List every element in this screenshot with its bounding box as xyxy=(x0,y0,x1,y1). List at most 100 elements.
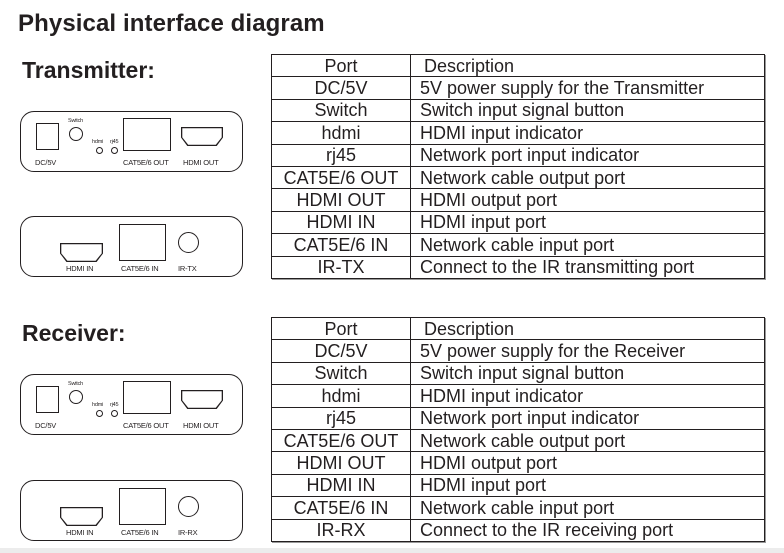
dc-power-jack-icon xyxy=(36,386,59,413)
rj45-led-label: rj45 xyxy=(110,402,119,408)
transmitter-front-panel-diagram: DC/5V Switch hdmi rj45 CAT5E/6 OUT HDMI … xyxy=(20,111,243,172)
transmitter-back-panel-diagram: HDMI IN CAT5E/6 IN IR-TX xyxy=(20,216,243,277)
port-cell: HDMI OUT xyxy=(271,188,411,212)
port-cell: Switch xyxy=(271,98,411,123)
rj45-input-port-icon xyxy=(119,488,166,525)
port-cell: CAT5E/6 IN xyxy=(271,233,411,257)
receiver-front-panel-diagram: DC/5V Switch hdmi rj45 CAT5E/6 OUT HDMI … xyxy=(20,374,243,435)
table-header-row: Port Description xyxy=(271,53,765,78)
port-cell: CAT5E/6 IN xyxy=(271,496,411,520)
rj45-indicator-led-icon xyxy=(111,147,118,154)
port-cell: HDMI OUT xyxy=(271,451,411,475)
port-cell: Switch xyxy=(271,361,411,386)
port-cell: HDMI IN xyxy=(271,473,411,498)
receiver-back-panel-diagram: HDMI IN CAT5E/6 IN IR-RX xyxy=(20,480,243,541)
description-cell: HDMI output port xyxy=(410,451,765,475)
hdmi-out-label: HDMI OUT xyxy=(183,421,219,430)
description-cell: HDMI output port xyxy=(410,188,765,212)
hdmi-in-label: HDMI IN xyxy=(66,264,94,273)
description-cell: Network cable input port xyxy=(410,496,765,520)
transmitter-heading: Transmitter: xyxy=(22,57,155,83)
description-column-header: Description xyxy=(410,316,765,341)
ir-label: IR-RX xyxy=(178,528,198,537)
description-cell: 5V power supply for the Receiver xyxy=(410,339,765,363)
dc-label: DC/5V xyxy=(35,421,57,430)
port-cell: hdmi xyxy=(271,384,411,408)
description-cell: Connect to the IR receiving port xyxy=(410,518,765,542)
port-cell: rj45 xyxy=(271,406,411,430)
port-column-header: Port xyxy=(271,53,411,78)
switch-button-icon xyxy=(69,390,83,404)
hdmi-input-port-icon xyxy=(60,243,103,262)
switch-label: Switch xyxy=(68,381,83,387)
rj45-input-port-icon xyxy=(119,224,166,261)
ir-port-icon xyxy=(178,496,199,517)
description-cell: 5V power supply for the Transmitter xyxy=(410,76,765,100)
description-cell: Network cable output port xyxy=(410,428,765,453)
switch-button-icon xyxy=(69,127,83,141)
page-bottom-edge xyxy=(0,548,784,553)
page-title: Physical interface diagram xyxy=(18,10,325,37)
description-cell: Connect to the IR transmitting port xyxy=(410,255,765,279)
description-cell: HDMI input port xyxy=(410,473,765,498)
ir-port-icon xyxy=(178,232,199,253)
port-column-header: Port xyxy=(271,316,411,341)
port-cell: DC/5V xyxy=(271,339,411,363)
cat-out-label: CAT5E/6 OUT xyxy=(123,421,169,430)
cat-in-label: CAT5E/6 IN xyxy=(121,528,159,537)
description-cell: Switch input signal button xyxy=(410,98,765,123)
description-cell: Network cable input port xyxy=(410,233,765,257)
port-cell: CAT5E/6 OUT xyxy=(271,428,411,453)
cat-in-label: CAT5E/6 IN xyxy=(121,264,159,273)
dc-power-jack-icon xyxy=(36,123,59,150)
description-cell: Network port input indicator xyxy=(410,143,765,167)
port-cell: rj45 xyxy=(271,143,411,167)
hdmi-led-label: hdmi xyxy=(92,139,104,145)
cat-out-label: CAT5E/6 OUT xyxy=(123,158,169,167)
hdmi-out-label: HDMI OUT xyxy=(183,158,219,167)
description-cell: Network cable output port xyxy=(410,165,765,190)
ir-label: IR-TX xyxy=(178,264,197,273)
hdmi-input-port-icon xyxy=(60,507,103,526)
switch-label: Switch xyxy=(68,118,83,124)
rj45-output-port-icon xyxy=(123,118,171,151)
dc-label: DC/5V xyxy=(35,158,57,167)
description-cell: HDMI input indicator xyxy=(410,121,765,145)
rj45-led-label: rj45 xyxy=(110,139,119,145)
hdmi-indicator-led-icon xyxy=(96,410,103,417)
port-cell: HDMI IN xyxy=(271,210,411,235)
rj45-output-port-icon xyxy=(123,381,171,414)
hdmi-in-label: HDMI IN xyxy=(66,528,94,537)
description-cell: HDMI input indicator xyxy=(410,384,765,408)
port-cell: CAT5E/6 OUT xyxy=(271,165,411,190)
table-header-row: Port Description xyxy=(271,316,765,341)
port-cell: DC/5V xyxy=(271,76,411,100)
port-cell: IR-RX xyxy=(271,518,411,542)
description-cell: HDMI input port xyxy=(410,210,765,235)
hdmi-output-port-icon xyxy=(181,390,223,409)
port-cell: IR-TX xyxy=(271,255,411,279)
rj45-indicator-led-icon xyxy=(111,410,118,417)
port-cell: hdmi xyxy=(271,121,411,145)
description-column-header: Description xyxy=(410,53,765,78)
hdmi-output-port-icon xyxy=(181,127,223,146)
